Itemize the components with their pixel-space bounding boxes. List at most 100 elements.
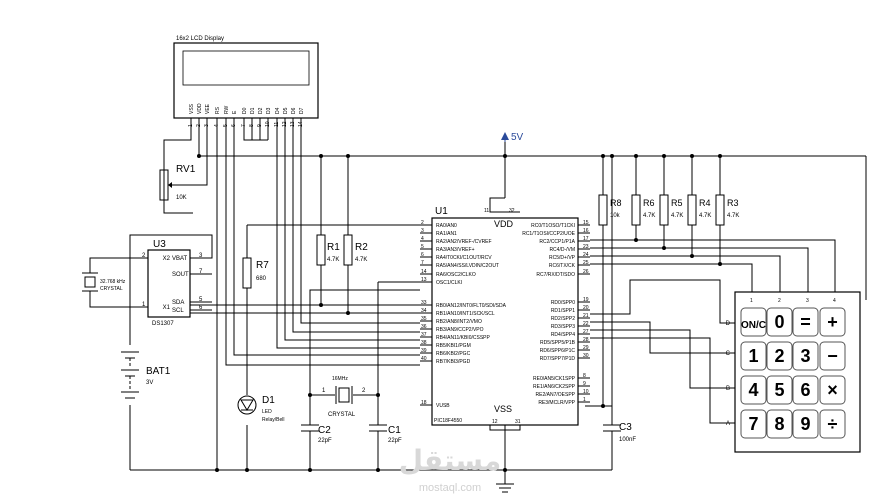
u1-vdd-label: VDD: [494, 219, 514, 229]
keypad-key[interactable]: [766, 341, 793, 371]
u1-pin-name: RC7/RX/DT/SDO: [536, 272, 575, 278]
keypad-key-label: 8: [774, 414, 784, 434]
keypad-col-label: 4: [833, 298, 836, 304]
keypad-key[interactable]: [792, 375, 819, 405]
u1-pin-number: 17: [583, 236, 589, 242]
keypad-key-label: +: [827, 312, 838, 332]
u1-pin-number: 8: [583, 373, 586, 379]
u3-pin-name: SDA: [172, 300, 184, 306]
pullup-ref: R3: [727, 198, 739, 208]
u1-pin-name: RC0/T1OSO/T1CKI: [531, 223, 575, 229]
x1-pin2: 2: [362, 388, 366, 394]
power-5v: 5V: [501, 132, 524, 143]
keypad-key[interactable]: [819, 409, 846, 439]
keypad-key-label: 7: [748, 414, 758, 434]
u1-pin-name: RD6/SPP6/P1C: [540, 348, 576, 354]
u1-pin-number: 38: [421, 340, 427, 346]
u3-pin-name: SCL: [172, 308, 184, 314]
rv1-ref: RV1: [176, 164, 196, 175]
keypad-key[interactable]: [792, 307, 819, 337]
u1-pin-name: RD0/SPP0: [551, 300, 575, 306]
keypad-key[interactable]: [740, 375, 767, 405]
u1-pin-name: RC4/D-/VM: [549, 247, 575, 253]
u3-pin-number: 2: [142, 253, 146, 259]
ground-symbol: [496, 483, 514, 493]
keypad-key[interactable]: [792, 341, 819, 371]
u1-pin-name: RA6/OSC2/CLKO: [436, 272, 476, 278]
keypad-key[interactable]: [819, 307, 846, 337]
u1-pin-number: 15: [583, 220, 589, 226]
r2-ref: R2: [355, 242, 368, 253]
keypad-key-label: ÷: [828, 414, 838, 434]
d1-ref: D1: [262, 395, 275, 406]
u3-pin-number: 3: [199, 253, 203, 259]
lcd-pin-rw: RW: [224, 105, 230, 114]
u1-pin-number: 1: [583, 397, 586, 403]
u1-pin-name: RA4/T0CKI/C1OUT/RCV: [436, 255, 492, 261]
u1-vdd-pin-b: 32: [509, 208, 515, 214]
u3-pin-name: X1: [163, 305, 171, 311]
keypad-key-label: 2: [774, 346, 784, 366]
lcd-pin-vss: VSS: [189, 103, 195, 114]
power-label: 5V: [511, 132, 524, 143]
r7-ref: R7: [256, 260, 269, 271]
u1-pin-number: 26: [583, 269, 589, 275]
keypad-key[interactable]: [819, 375, 846, 405]
lcd-pin-rs: RS: [215, 106, 221, 114]
keypad-key[interactable]: [766, 307, 793, 337]
pullup-resistor-body: [631, 194, 641, 226]
pullup-resistor-body: [687, 194, 697, 226]
c2-value: 22pF: [318, 438, 332, 444]
u1-pin-name: RD4/SPP4: [551, 332, 575, 338]
pullup-ref: R8: [610, 198, 622, 208]
u1-pin-name: RC5/D+/VP: [549, 255, 576, 261]
u1-pin-name: RA5/AN4/SS/LVDIN/C2OUT: [436, 263, 499, 269]
u1-vss-pin-a: 12: [492, 419, 498, 425]
keypad-col-label: 1: [750, 298, 753, 304]
u1-pin-name: RE3/MCLR/VPP: [538, 400, 575, 406]
c3-value: 100nF: [619, 437, 636, 443]
u1-pin-name: RD5/SPP5/P1B: [540, 340, 576, 346]
lcd-pin-d4: D4: [275, 107, 281, 114]
keypad-key[interactable]: [819, 341, 846, 371]
u1-pin-name: RB7/KBI3/PGD: [436, 359, 471, 365]
u1-pin-name: RB6/KBI2/PGC: [436, 351, 471, 357]
u1-pin-number: 28: [583, 337, 589, 343]
r1-value: 4.7K: [327, 257, 339, 263]
x1-freq: 16MHz: [332, 376, 348, 382]
u1-pin-name: RB1/AN10/INT1/SCK/SCL: [436, 311, 495, 317]
pullup-ref: R4: [699, 198, 711, 208]
keypad-key[interactable]: [766, 375, 793, 405]
u1-pin-number: 22: [583, 321, 589, 327]
u1-pic18f4550: U1 VDD 11 32 VSS 12 31 RA0/AN02RA1/AN13R…: [420, 206, 590, 431]
keypad-key[interactable]: [766, 409, 793, 439]
pullup-ref: R5: [671, 198, 683, 208]
keypad-key[interactable]: [792, 409, 819, 439]
u1-pin-number: 10: [583, 389, 589, 395]
keypad-row-label: C: [726, 351, 731, 357]
watermark-latin: mostaql.com: [419, 482, 481, 494]
keypad-key[interactable]: [740, 341, 767, 371]
u1-pin-name: RB3/AN9/CCP2/VPO: [436, 327, 484, 333]
u1-pin-number: 18: [421, 400, 427, 406]
r1-ref: R1: [327, 242, 340, 253]
u1-pin-name: RB2/AN8/INT2/VMO: [436, 319, 482, 325]
r7-resistor: R7 680: [242, 245, 269, 290]
u1-pin-number: 40: [421, 356, 427, 362]
keypad-key[interactable]: [740, 409, 767, 439]
lcd-pin-labels: VSS1VDD2VEE3RS4RW5E6D07D18D29D310D411D51…: [188, 103, 305, 127]
u3-pin-number: 7: [199, 269, 203, 275]
pullup-value: 4.7K: [727, 213, 739, 219]
keypad-row-label: B: [726, 386, 730, 392]
u1-vdd-pin-a: 11: [484, 208, 489, 214]
u1-pin-number: 34: [421, 308, 427, 314]
pullup-value: 4.7K: [671, 213, 683, 219]
u1-pin-number: 27: [583, 329, 589, 335]
keypad-col-label: 2: [778, 298, 781, 304]
keypad-col-label: 3: [806, 298, 809, 304]
rtc-crystal-label: CRYSTAL: [100, 286, 123, 292]
u1-pin-number: 36: [421, 324, 427, 330]
u1-part: PIC18F4550: [434, 418, 462, 424]
keypad-key[interactable]: [740, 307, 767, 337]
